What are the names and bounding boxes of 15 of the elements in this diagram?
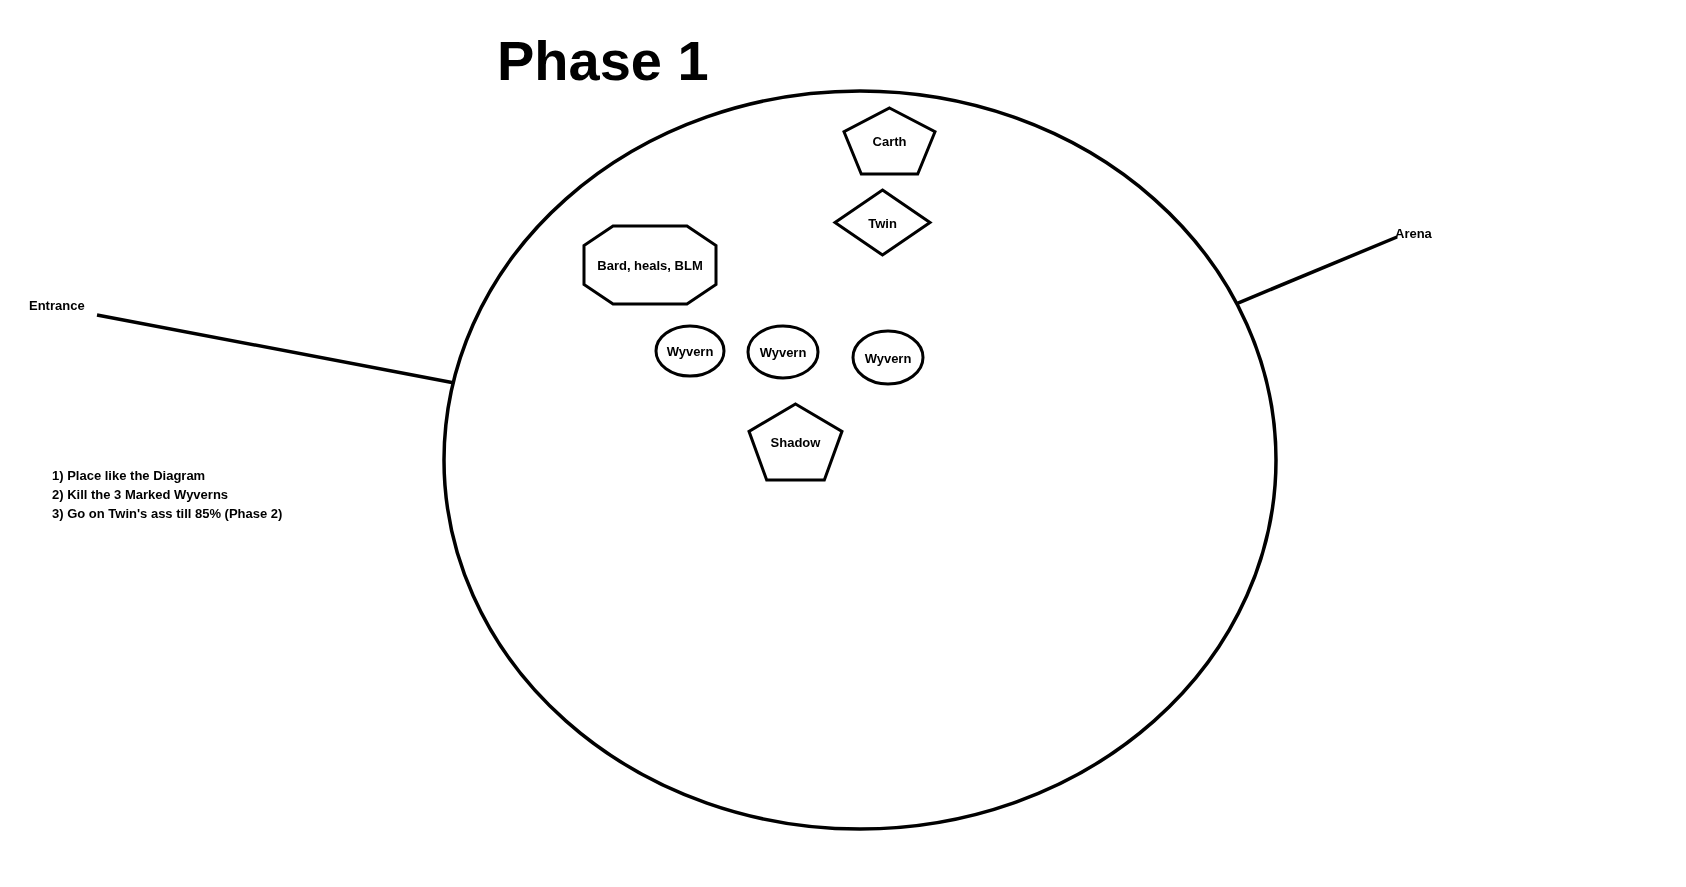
- instruction-text: 2) Kill the 3 Marked Wyverns: [52, 487, 229, 502]
- leader-line: [96, 313, 454, 385]
- shape-label: Wyvern: [666, 343, 714, 359]
- leader-line: [1236, 235, 1398, 306]
- shape-label: Carth: [872, 133, 907, 149]
- instruction-text: 3) Go on Twin's ass till 85% (Phase 2): [52, 506, 283, 521]
- instruction-text: 1) Place like the Diagram: [52, 468, 206, 483]
- shape-label: Shadow: [770, 434, 821, 450]
- shape-label: Bard, heals, BLM: [597, 257, 703, 273]
- place-label: Arena: [1395, 226, 1432, 241]
- title: Phase 1: [497, 28, 709, 93]
- shape-label: Wyvern: [864, 350, 912, 365]
- shape-label: Wyvern: [759, 344, 807, 360]
- shape-label: Twin: [868, 215, 897, 230]
- place-label: Entrance: [29, 298, 85, 313]
